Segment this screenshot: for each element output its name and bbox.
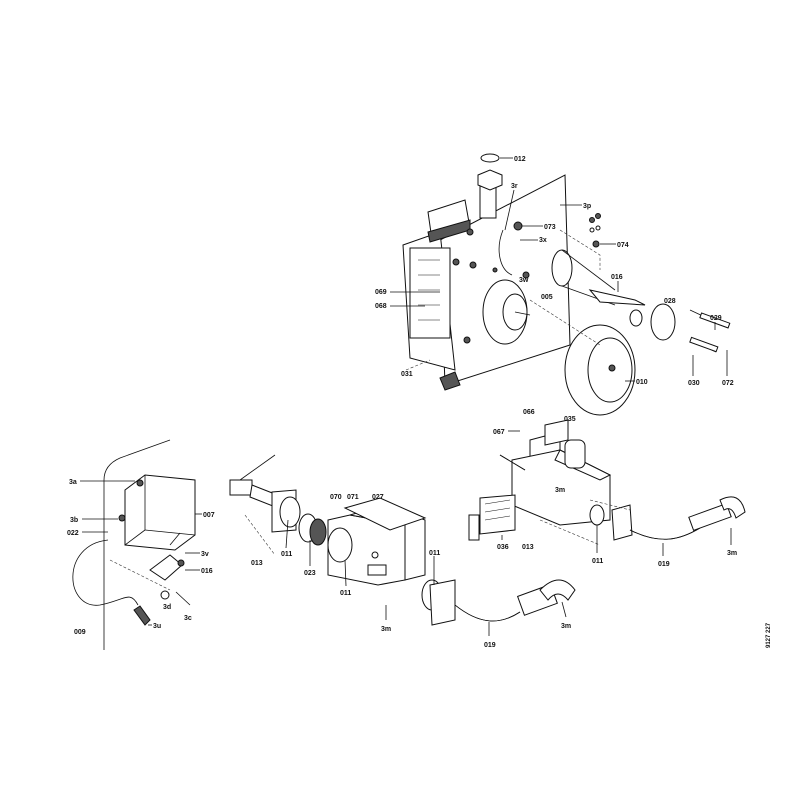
label-011-a: 011 xyxy=(281,551,292,558)
label-3m-d: 3m xyxy=(727,550,737,557)
burner-head xyxy=(629,303,731,353)
label-011-c: 011 xyxy=(429,550,440,557)
label-067: 067 xyxy=(493,429,505,436)
label-005: 005 xyxy=(541,294,553,301)
label-073: 073 xyxy=(544,224,556,231)
label-3u: 3u xyxy=(153,623,161,630)
housing-plate xyxy=(402,153,571,391)
label-071: 071 xyxy=(347,494,359,501)
drawing-code: 9127 227 xyxy=(766,622,772,648)
label-3d: 3d xyxy=(163,604,171,611)
blower-wheel xyxy=(564,324,636,416)
label-3m-a: 3m xyxy=(381,626,391,633)
label-068: 068 xyxy=(375,303,387,310)
label-070: 070 xyxy=(330,494,342,501)
label-3v: 3v xyxy=(201,551,209,558)
label-013-middle: 013 xyxy=(251,560,263,567)
label-016-top: 016 xyxy=(611,274,623,281)
label-036: 036 xyxy=(497,544,509,551)
label-3r: 3r xyxy=(511,183,518,190)
label-013-right: 013 xyxy=(522,544,534,551)
label-009: 009 xyxy=(74,629,86,636)
ignition-transformer xyxy=(72,439,196,650)
fan-motor xyxy=(482,279,531,345)
label-011-b: 011 xyxy=(340,590,351,597)
label-030: 030 xyxy=(688,380,700,387)
label-023: 023 xyxy=(304,570,316,577)
label-019-a: 019 xyxy=(484,642,496,649)
label-016-left: 016 xyxy=(201,568,213,575)
label-011-d: 011 xyxy=(592,558,603,565)
label-3m-b: 3m xyxy=(561,623,571,630)
gas-valve-assembly-middle xyxy=(229,454,576,626)
part-labels: 012 3r 3p 073 3x 074 3w 016 005 069 068 … xyxy=(67,156,737,649)
label-3c: 3c xyxy=(184,615,192,622)
label-066: 066 xyxy=(523,409,535,416)
label-3x: 3x xyxy=(539,237,547,244)
label-031: 031 xyxy=(401,371,413,378)
label-3m-c: 3m xyxy=(555,487,565,494)
label-028: 028 xyxy=(664,298,676,305)
label-029: 029 xyxy=(710,315,722,322)
gas-valve-assembly-right xyxy=(468,419,746,541)
label-3p: 3p xyxy=(583,203,591,210)
small-hardware-074 xyxy=(589,213,601,248)
label-3a: 3a xyxy=(69,479,77,486)
label-012: 012 xyxy=(514,156,526,163)
label-3w: 3w xyxy=(519,277,529,284)
label-3b: 3b xyxy=(70,517,78,524)
label-007: 007 xyxy=(203,512,215,519)
label-022: 022 xyxy=(67,530,79,537)
label-072: 072 xyxy=(722,380,734,387)
label-074: 074 xyxy=(617,242,629,249)
air-tube-005 xyxy=(551,249,646,306)
label-027: 027 xyxy=(372,494,384,501)
label-019-b: 019 xyxy=(658,561,670,568)
label-010: 010 xyxy=(636,379,648,386)
label-069: 069 xyxy=(375,289,387,296)
label-035: 035 xyxy=(564,416,576,423)
